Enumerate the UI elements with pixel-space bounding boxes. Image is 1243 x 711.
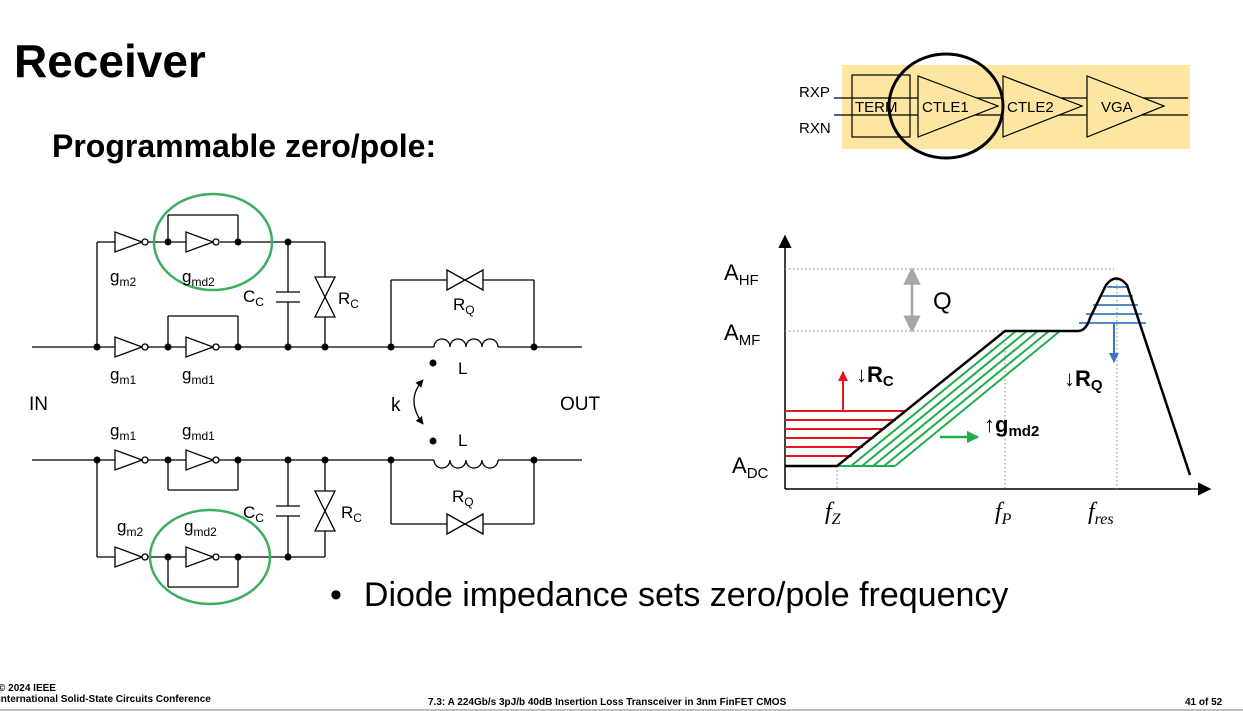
bullet-point: • Diode impedance sets zero/pole frequenc… [330,578,1008,612]
footer-left: © 2024 IEEE International Solid-State Ci… [0,683,211,705]
label-q: Q [933,288,952,315]
gmd2-green-slopes [837,330,1061,467]
label-rq-bottom: RQ [452,487,474,509]
label-gm1-top: gm1 [110,365,136,387]
inverter-gm2-bottom [114,546,149,568]
ctle1-block [917,75,1000,138]
ctle2-label: CTLE2 [1007,99,1054,116]
in-label: IN [29,394,48,415]
circuit-labels: IN OUT k gm2 gmd2 gm1 gmd1 gm1 gmd1 gm2 … [29,267,601,539]
inverter-gmd1-top [185,336,220,358]
label-adc: ADC [732,453,769,482]
coupling-label: k [391,395,401,416]
annotation-gmd2: ↑gmd2 [984,412,1039,440]
rc-red-levels [785,410,907,457]
term-block [851,74,911,138]
response-curve [785,277,1192,476]
inverter-gmd1-bottom [185,449,220,471]
inverter-gmd2-top [185,231,220,253]
label-gm2-bottom: gm2 [117,517,143,539]
vga-label: VGA [1101,99,1133,116]
coupling-arrow-icon [413,379,424,425]
footer-page-number: 41 of 52 [1185,697,1223,708]
label-gmd1-top: gmd1 [182,365,215,387]
block-diagram: RXP RXN TERM CTLE1 CTLE2 VGA [799,52,1190,160]
annotation-rq: ↓RQ [1064,366,1103,394]
gmd2-top-highlight-circle [152,192,274,292]
footer-conference: International Solid-State Circuits Confe… [0,694,211,705]
vga-block [1086,75,1166,138]
inverter-gm1-top [114,336,149,358]
rxn-label: RXN [799,120,831,137]
ctle1-highlight-circle [887,52,1005,160]
circuit-schematic [32,192,582,606]
annotation-rc: ↓RC [856,362,894,390]
footer-rule [0,709,1243,711]
bullet-dot-icon: • [330,576,342,614]
slide-subtitle: Programmable zero/pole: [52,128,437,164]
rq-blue-levels [1079,286,1146,324]
label-rc-top: RC [338,289,359,311]
ctle1-label: CTLE1 [922,99,969,116]
label-l-bottom: L [458,431,467,450]
label-rq-top: RQ [453,295,475,317]
response-labels: AHF AMF ADC Q fZ fP fres ↓RC ↑gmd2 ↓RQ [724,260,1114,528]
label-cc-top: CC [243,287,264,309]
rxp-label: RXP [799,84,830,101]
frequency-response-sketch [778,234,1212,496]
inverter-gm1-bottom [114,449,149,471]
label-fres: fres [1088,499,1114,528]
gmd2-bottom-highlight-circle [148,508,272,606]
term-label: TERM [855,99,898,116]
label-gmd2-top: gmd2 [182,267,215,289]
out-label: OUT [560,394,601,415]
inverter-gmd2-bottom [185,546,220,568]
inverter-gm2-top [114,231,149,253]
label-amf: AMF [724,320,760,349]
footer-paper-title: 7.3: A 224Gb/s 3pJ/b 40dB Insertion Loss… [428,697,787,708]
label-gm2-top: gm2 [110,267,136,289]
label-ahf: AHF [724,260,759,289]
label-rc-bottom: RC [341,503,362,525]
label-gmd1-bottom: gmd1 [182,421,215,443]
slide-title: Receiver [14,35,206,87]
bullet-text: Diode impedance sets zero/pole frequency [363,576,1009,614]
label-cc-bottom: CC [243,503,264,525]
label-fp: fP [995,499,1012,528]
label-gm1-bottom: gm1 [110,421,136,443]
label-fz: fZ [825,499,842,528]
footer-copyright: © 2024 IEEE [0,683,56,694]
label-l-top: L [458,359,467,378]
label-gmd2-bottom: gmd2 [184,517,217,539]
